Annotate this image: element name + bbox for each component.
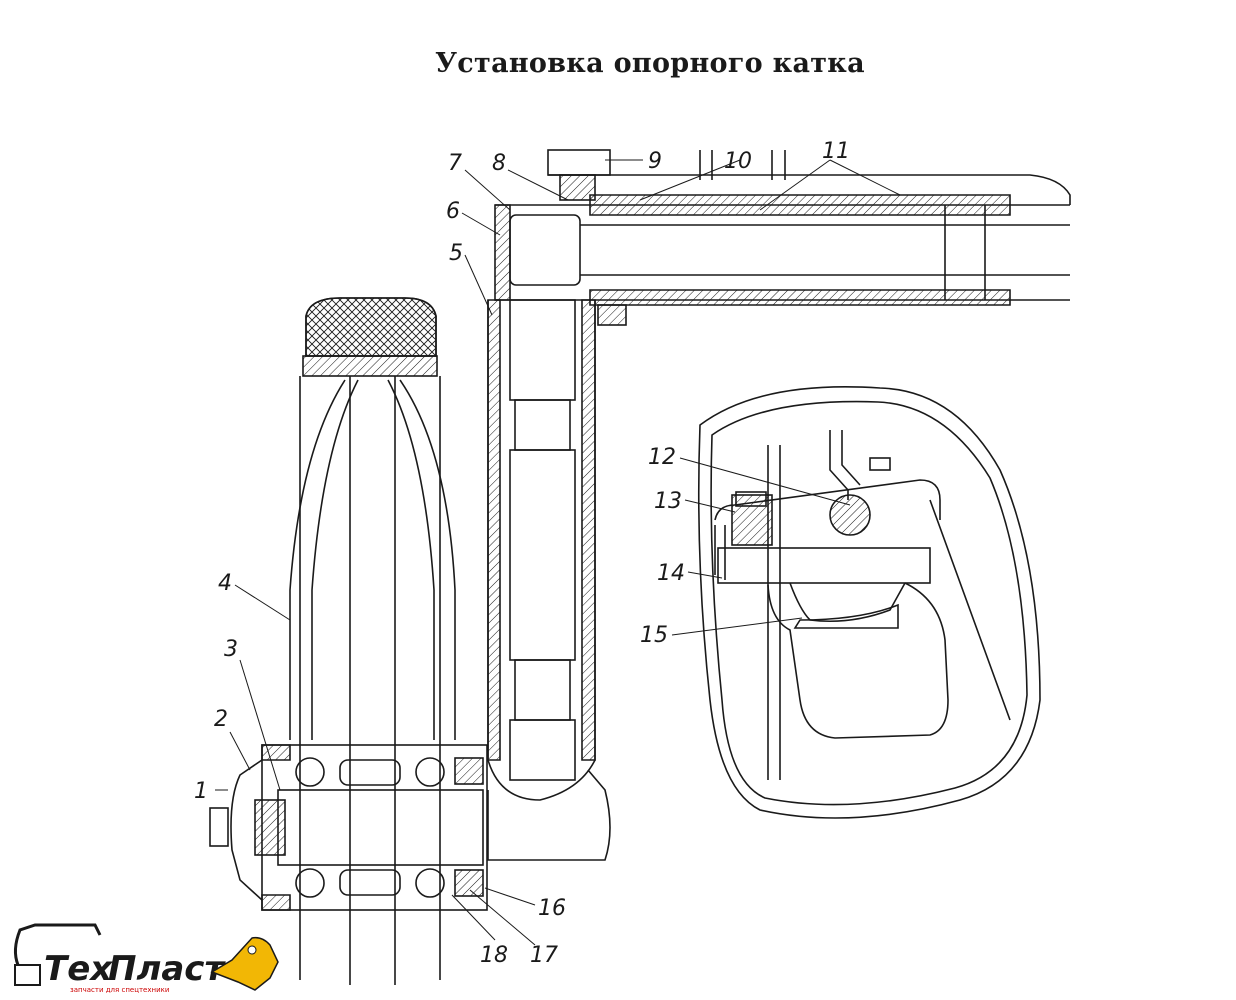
callout-8: 8 — [492, 151, 506, 176]
callout-12: 12 — [648, 445, 676, 470]
callout-7: 7 — [448, 151, 462, 176]
logo-name-part1: Тех — [44, 949, 113, 989]
callout-10: 10 — [724, 149, 752, 174]
callout-15: 15 — [640, 623, 668, 648]
diagram-title: Установка опорного катка — [435, 48, 865, 79]
callout-3: 3 — [224, 637, 238, 662]
callout-11: 11 — [822, 139, 850, 164]
leader-lines — [215, 159, 901, 946]
hub-assembly — [209, 744, 488, 911]
callout-2: 2 — [214, 707, 228, 732]
callout-labels: 1 2 3 4 5 6 7 8 9 10 11 12 13 14 15 16 1… — [194, 139, 850, 968]
callout-6: 6 — [446, 199, 460, 224]
logo-name-part2: Пласт — [108, 949, 226, 989]
callout-13: 13 — [654, 489, 682, 514]
callout-17: 17 — [530, 943, 558, 968]
callout-14: 14 — [657, 561, 685, 586]
callout-18: 18 — [480, 943, 508, 968]
callout-5: 5 — [449, 241, 463, 266]
callout-4: 4 — [218, 571, 232, 596]
detail-view — [697, 385, 1041, 819]
logo-excavator-icon — [13, 923, 102, 966]
callout-9: 9 — [648, 149, 662, 174]
logo-tagline: запчасти для спецтехники — [70, 986, 169, 994]
axle-tube — [494, 149, 1071, 326]
callout-16: 16 — [538, 896, 566, 921]
crank-arm — [487, 299, 611, 861]
techplast-logo: Тех Пласт запчасти для спецтехники — [13, 923, 279, 994]
logo-bucket-icon — [210, 936, 279, 991]
callout-1: 1 — [194, 779, 208, 804]
road-wheel — [289, 297, 456, 985]
